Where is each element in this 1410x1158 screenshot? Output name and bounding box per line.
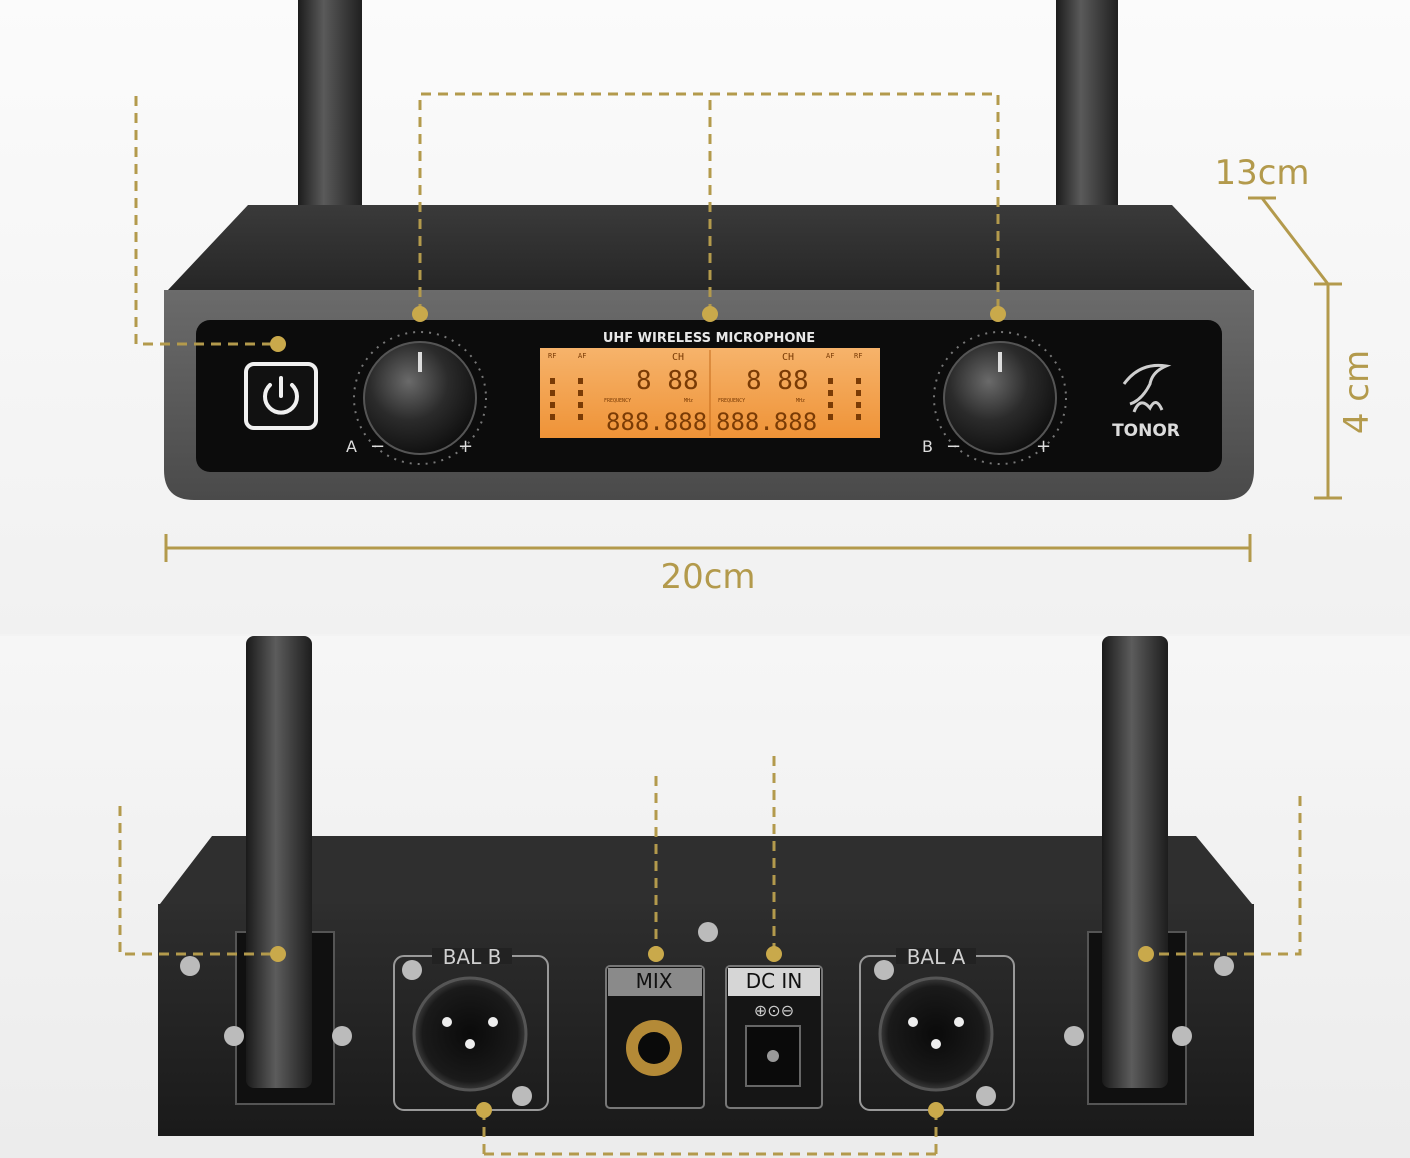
lcd-mhz-right: MHz <box>796 398 805 404</box>
power-button[interactable] <box>244 362 318 430</box>
lcd-ch-right: CH <box>782 352 794 363</box>
power-icon <box>263 376 299 415</box>
dimension-width: 20cm <box>660 557 755 597</box>
lcd-ch-digits-right: 8 88 <box>746 366 809 396</box>
mix-output-jack[interactable] <box>605 965 705 1109</box>
knob-a-letter: A <box>346 437 357 456</box>
lcd-level-meters <box>550 378 861 420</box>
lcd-ch-left: CH <box>672 352 684 363</box>
callout-lines <box>134 92 1000 346</box>
dimension-height: 4 cm <box>1337 350 1377 434</box>
knob-a-plus: + <box>458 436 473 457</box>
antenna-left <box>298 0 362 210</box>
dimension-depth: 13cm <box>1214 153 1309 193</box>
callout-dots <box>270 306 1006 352</box>
lcd-rf-right: RF <box>854 352 862 360</box>
xlr-output-bal-a[interactable] <box>859 948 1015 1111</box>
xlr-output-bal-b[interactable] <box>393 948 549 1111</box>
rear-screw-top <box>698 922 718 942</box>
knob-a-minus: − <box>370 436 385 457</box>
mix-label: MIX <box>636 969 673 993</box>
tonor-logo-icon <box>1122 363 1172 413</box>
antenna-left-rear <box>246 636 312 1088</box>
lcd-af-left: AF <box>578 352 586 360</box>
dimension-lines <box>164 196 1342 562</box>
bal-a-label: BAL A <box>907 945 966 969</box>
volume-knob-a[interactable] <box>353 331 487 465</box>
lcd-freq-digits-right: 888.888 <box>716 408 817 436</box>
antenna-right-rear <box>1102 636 1168 1088</box>
lcd-freq-label-left: FREQUENCY <box>604 398 631 404</box>
bal-b-label: BAL B <box>443 945 502 969</box>
receiver-rear-top <box>160 836 1252 904</box>
dc-in-power-jack[interactable] <box>725 965 823 1109</box>
knob-b-letter: B <box>922 437 933 456</box>
lcd-model-label: UHF WIRELESS MICROPHONE <box>603 331 815 346</box>
knob-b-minus: − <box>946 436 961 457</box>
receiver-rear-face <box>158 904 1254 1136</box>
lcd-freq-digits-left: 888.888 <box>606 408 707 436</box>
receiver-body-top <box>168 205 1252 290</box>
brand-name: TONOR <box>1112 421 1180 441</box>
rear-callout-dots <box>270 946 1154 1118</box>
lcd-ch-digits-left: 8 88 <box>636 366 699 396</box>
front-view-panel: A − + UHF WIRELESS MICROPHONE RF AF CH 8… <box>0 0 1410 634</box>
rear-view-panel: BAL B MIX DC IN ⊕⊙⊖ BAL A <box>0 636 1410 1158</box>
lcd-freq-label-right: FREQUENCY <box>718 398 745 404</box>
lcd-rf-left: RF <box>548 352 556 360</box>
dc-in-label: DC IN <box>746 969 803 993</box>
lcd-af-right: AF <box>826 352 834 360</box>
volume-knob-b[interactable] <box>933 331 1067 465</box>
knob-b-plus: + <box>1036 436 1051 457</box>
dc-polarity-symbol: ⊕⊙⊖ <box>754 1001 794 1020</box>
antenna-right <box>1056 0 1118 210</box>
lcd-mhz-left: MHz <box>684 398 693 404</box>
